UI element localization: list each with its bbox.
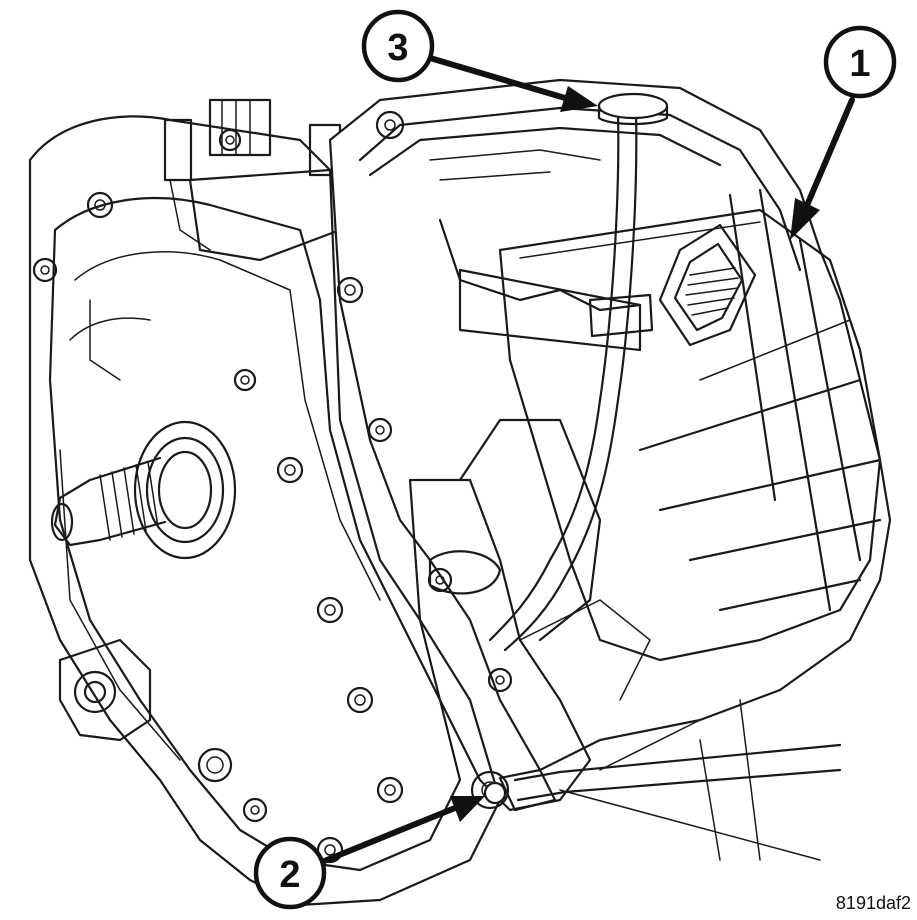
bell-housing <box>28 115 502 907</box>
figure-id: 8191daf2 <box>835 893 911 913</box>
input-shaft <box>50 420 237 560</box>
mount-boss <box>58 638 233 783</box>
solenoid-connectors <box>163 98 342 262</box>
callout-1: 1 <box>823 25 897 99</box>
lower-case-bracket <box>408 218 651 812</box>
callout-3: 3 <box>361 9 435 83</box>
background-lines <box>699 699 761 861</box>
housing-bolts <box>32 128 404 864</box>
callout-1-label: 1 <box>849 43 870 85</box>
leader-arrows <box>319 55 855 865</box>
leader-arrow-2 <box>319 805 458 865</box>
callout-2: 2 <box>253 836 327 910</box>
leader-arrow-3 <box>427 55 568 101</box>
callout-3-label: 3 <box>387 27 408 69</box>
oil-pan <box>328 78 892 772</box>
callout-2-label: 2 <box>279 854 300 896</box>
leader-arrow-1 <box>802 97 855 213</box>
dipstick-tube <box>488 92 669 652</box>
